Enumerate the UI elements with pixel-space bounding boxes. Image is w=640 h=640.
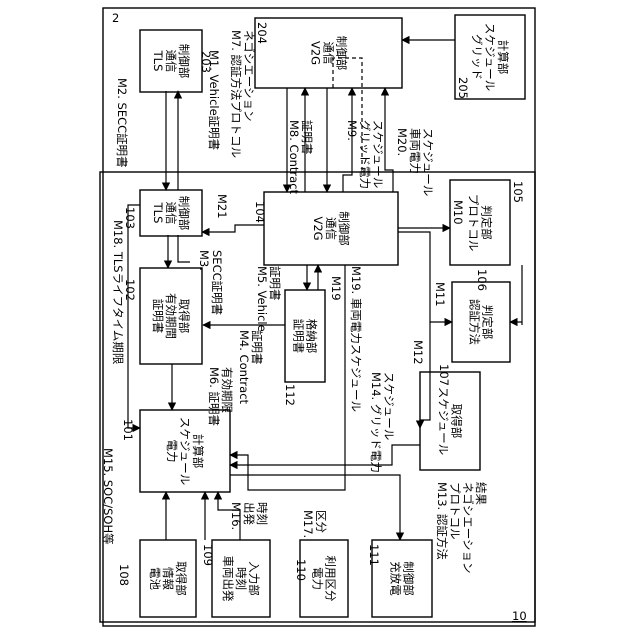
block-auth-ref: 106 [475, 269, 489, 291]
label-m10: M10 [451, 200, 465, 225]
block-protocol-ref: 105 [511, 181, 525, 203]
label-m4: M4. Contract証明書 [237, 330, 264, 405]
block-v2g: V2G通信制御部104 [253, 192, 398, 265]
label-m2: M2. SECC証明書 [115, 78, 129, 168]
block-tls: TLS通信制御部103 [123, 190, 202, 236]
label-m8: M8. Contract証明書 [287, 120, 314, 195]
block-usage: 電力利用区分110 [294, 540, 348, 617]
label-m21: M21 [215, 194, 229, 219]
outer-frame-ref: 2 [112, 11, 119, 25]
label-m9: M9.グリッド電力スケジュール [345, 120, 385, 189]
block-cert-period: 証明書有効期間取得部102 [123, 268, 202, 364]
block-v2g-ref: 104 [253, 201, 267, 223]
block-cert-period-label: 証明書有効期間取得部 [151, 293, 191, 339]
block-auth: 認証方法判定部 106 [452, 269, 510, 362]
block-charge-label: 充放電制御部 [389, 561, 416, 596]
block-cert-store-ref: 112 [283, 384, 297, 406]
block-charge: 充放電制御部 111 [367, 540, 432, 617]
block-sched-get: スケジュール取得部107 [420, 364, 480, 470]
block-charge-ref: 111 [367, 544, 381, 566]
block-battery: 電池情報取得部108 [117, 540, 196, 617]
block-v2g-top: V2G通信制御部204 [255, 18, 402, 88]
block-battery-ref: 108 [117, 564, 131, 586]
label-m11: M11 [433, 282, 447, 307]
block-departure-ref: 109 [201, 544, 215, 566]
arrow-m14 [230, 445, 420, 465]
arrow-m20 [385, 88, 393, 192]
arrow-m18 [128, 205, 140, 428]
block-tls-top: TLS通信制御部203 [140, 30, 213, 92]
block-sched-get-ref: 107 [437, 364, 451, 386]
label-m12: M12 [411, 340, 425, 365]
block-cert-store-label: 証明書格納部 [292, 319, 319, 354]
label-m19b: M19. 車両電力スケジュール [349, 266, 363, 412]
block-cert-store: 証明書格納部 112 [283, 290, 325, 406]
label-m16: M16.出発時刻 [229, 502, 269, 530]
label-m7: M7. 認証方法プロトコルネゴシエーション [229, 30, 256, 158]
label-m20: M20.車両電力スケジュール [395, 128, 435, 196]
arrow-m21 [202, 225, 264, 232]
label-m1: M1. Vehicle証明書 [207, 50, 221, 150]
block-auth-label: 認証方法判定部 [468, 299, 495, 345]
label-m13: M13. 認証方法プロトコルネゴシエーション結果 [435, 482, 488, 574]
block-v2g-top-ref: 204 [255, 22, 269, 44]
block-departure: 車両出発時刻入力部109 [201, 540, 270, 617]
label-m15: M15. SOC/SOH等 [101, 448, 115, 545]
label-m5: M5. Vehicle証明書 [255, 266, 282, 332]
inner-frame-ref: 10 [512, 609, 527, 623]
arrow-m11 [398, 232, 452, 322]
block-usage-ref: 110 [294, 559, 308, 581]
arrow-m3-tail [178, 235, 190, 262]
block-grid-sched: グリッドスケジュール計算部205 [455, 15, 525, 99]
block-grid-sched-ref: 205 [456, 77, 470, 99]
label-m18: M18. TLSライフタイム期限 [111, 220, 125, 365]
label-m19: M19 [329, 276, 343, 301]
label-m17: M17.区分 [301, 510, 328, 538]
